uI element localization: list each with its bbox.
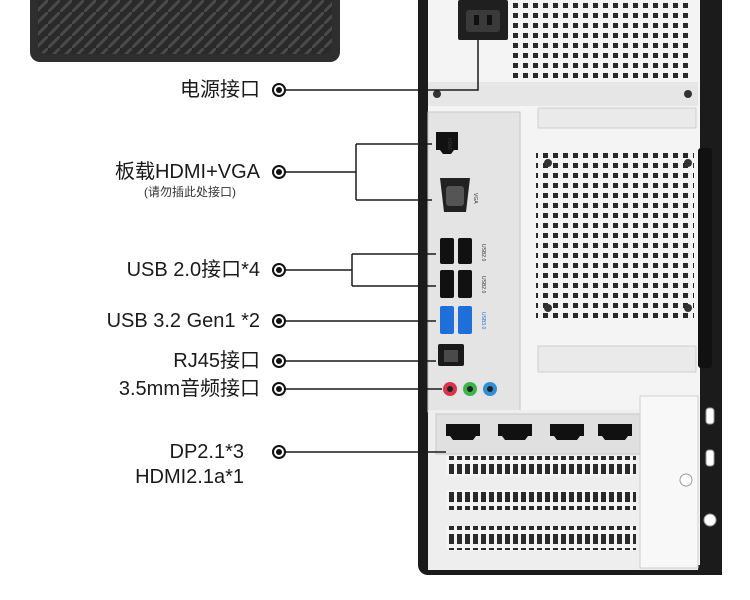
usb32-label: USB 3.2 Gen1 *2: [106, 310, 260, 332]
audio-marker: [272, 382, 286, 396]
io-backplate: [427, 111, 521, 413]
hdmi-vga-note: (请勿插此处接口): [144, 185, 236, 199]
rj45-label: RJ45接口: [173, 350, 260, 372]
hdmi-port-mark: HDMI: [446, 138, 452, 151]
gpu-section: [428, 395, 717, 570]
callout-lines: [280, 40, 479, 453]
usb3-port-mark: USB3.0: [480, 312, 486, 330]
audio-label: 3.5mm音频接口: [118, 378, 260, 400]
power-section: [428, 0, 698, 129]
usb2-label: USB 2.0接口*4: [126, 259, 260, 281]
usb2-port-mark-b: USB2.0: [480, 276, 486, 294]
power-port-marker: [272, 83, 286, 97]
hdmi-vga-label: 板载HDMI+VGA: [114, 161, 260, 183]
top-grille: [30, 0, 340, 62]
usb2-marker: [272, 263, 286, 277]
usb32-marker: [272, 314, 286, 328]
usb2-port-mark-a: USB2.0: [480, 244, 486, 262]
main-vent: [536, 150, 697, 373]
dp-label: DP2.1*3: [169, 441, 245, 463]
gpu-ports-marker: [272, 445, 286, 459]
vga-port-mark: VGA: [472, 193, 478, 204]
rj45-marker: [272, 354, 286, 368]
hdmi-vga-marker: [272, 165, 286, 179]
power-port-label: 电源接口: [180, 79, 260, 101]
hdmi21-label: HDMI2.1a*1: [135, 466, 244, 488]
